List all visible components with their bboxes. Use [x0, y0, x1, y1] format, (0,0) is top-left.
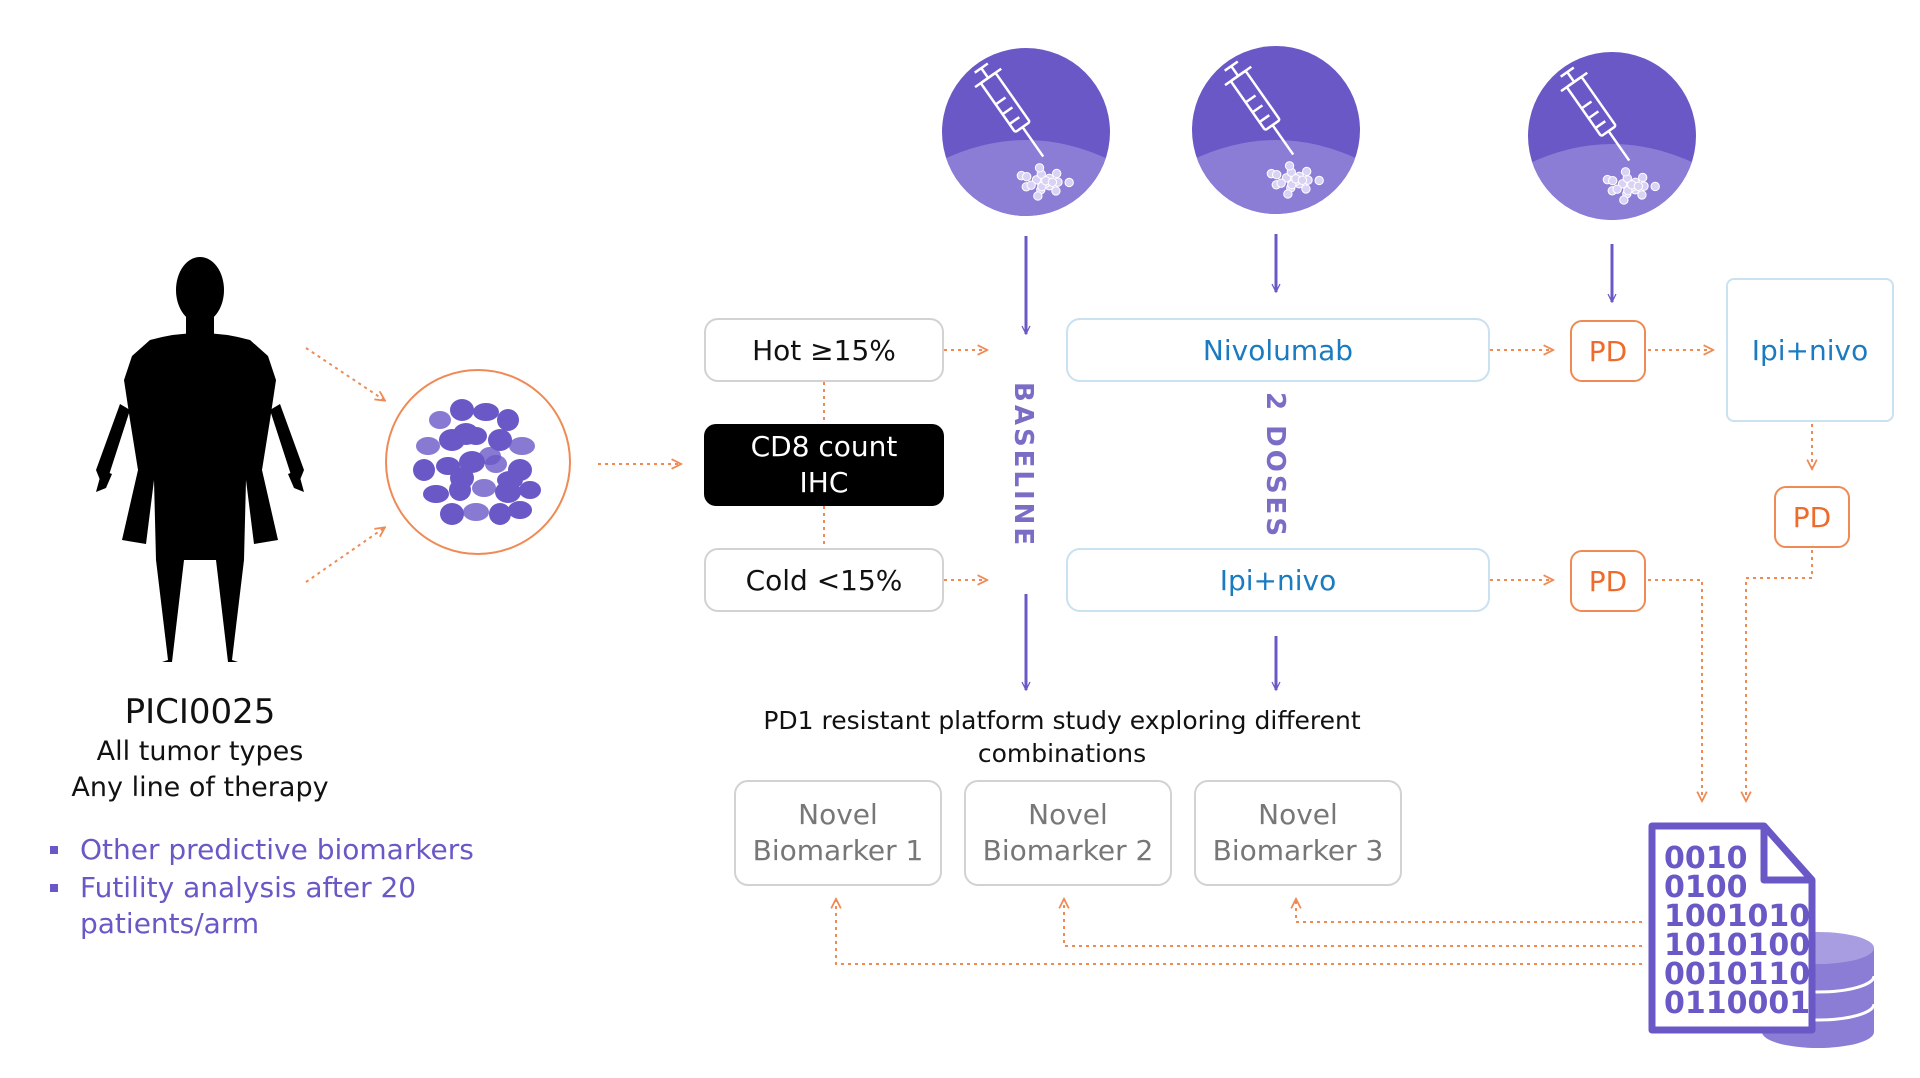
tumor-cell [508, 501, 532, 519]
cd8-count-label: CD8 count IHC [750, 430, 898, 499]
tumor-cell [497, 471, 523, 489]
tumor-cell [450, 467, 474, 489]
tumor-cell [416, 437, 440, 455]
ipi-nivo-rescue-box: Ipi+nivo [1726, 278, 1894, 422]
tumor-cells-icon [385, 369, 571, 555]
syringe-biopsy-icon [1192, 46, 1360, 214]
tumor-cell [479, 447, 501, 465]
tumor-cell [440, 503, 464, 525]
binary-line: 0110001 [1664, 986, 1810, 1021]
cold-tumor-box: Cold <15% [704, 548, 944, 612]
novel-biomarker-3-label: Novel Biomarker 3 [1212, 798, 1384, 867]
novel-biomarker-1-box: Novel Biomarker 1 [734, 780, 942, 886]
syringe-icon [1559, 66, 1631, 162]
tumor-cell [497, 409, 519, 431]
tumor-cell [519, 481, 541, 499]
binary-line: 0010110 [1664, 957, 1810, 992]
hot-tumor-box: Hot ≥15% [704, 318, 944, 382]
tumor-cell [429, 411, 451, 429]
syringe-biopsy-icon [942, 48, 1110, 216]
study-scope: All tumor types [96, 736, 304, 767]
tumor-cell [413, 459, 435, 481]
pd-box-right: PD [1774, 486, 1850, 548]
bullet-item: Other predictive biomarkers [48, 832, 488, 868]
study-line-of-therapy: Any line of therapy [71, 772, 329, 803]
tumor-cell [463, 503, 489, 521]
bullet-item: Futility analysis after 20 patients/arm [48, 870, 488, 942]
tumor-cell [450, 399, 474, 421]
novel-biomarker-1-label: Novel Biomarker 1 [752, 798, 924, 867]
biopsy-cluster-icon [1266, 161, 1324, 199]
two-doses-label: 2 DOSES [1260, 392, 1290, 540]
binary-line: 0100 [1664, 870, 1748, 905]
binary-line: 1010100 [1664, 928, 1810, 963]
syringe-biopsy-icon [1528, 52, 1696, 220]
human-silhouette-icon [96, 257, 304, 662]
pd-box-top: PD [1570, 320, 1646, 382]
platform-caption: PD1 resistant platform study exploring d… [763, 706, 1361, 768]
binary-line: 0010 [1664, 841, 1748, 876]
tumor-cell [473, 403, 499, 421]
syringe-icon [1223, 60, 1295, 156]
baseline-label: BASELINE [1008, 382, 1038, 549]
biopsy-cluster-icon [1016, 163, 1074, 201]
novel-biomarker-2-box: Novel Biomarker 2 [964, 780, 1172, 886]
ipi-nivo-arm-box: Ipi+nivo [1066, 548, 1490, 612]
tumor-cell [509, 437, 535, 455]
novel-biomarker-3-box: Novel Biomarker 3 [1194, 780, 1402, 886]
study-name: PICI0025 [124, 692, 276, 732]
novel-biomarker-2-label: Novel Biomarker 2 [982, 798, 1154, 867]
nivolumab-arm-box: Nivolumab [1066, 318, 1490, 382]
binary-line: 1001010 [1664, 899, 1810, 934]
tumor-cell [489, 503, 511, 525]
syringe-icon [973, 62, 1045, 158]
tumor-cell [423, 485, 449, 503]
bullet-list: Other predictive biomarkers Futility ana… [48, 832, 488, 944]
biopsy-cluster-icon [1602, 167, 1660, 205]
cd8-count-box: CD8 count IHC [704, 424, 944, 506]
pd-box-bottom: PD [1570, 550, 1646, 612]
tumor-cell [472, 479, 496, 497]
tumor-cell [488, 429, 512, 451]
tumor-cell [453, 423, 479, 445]
